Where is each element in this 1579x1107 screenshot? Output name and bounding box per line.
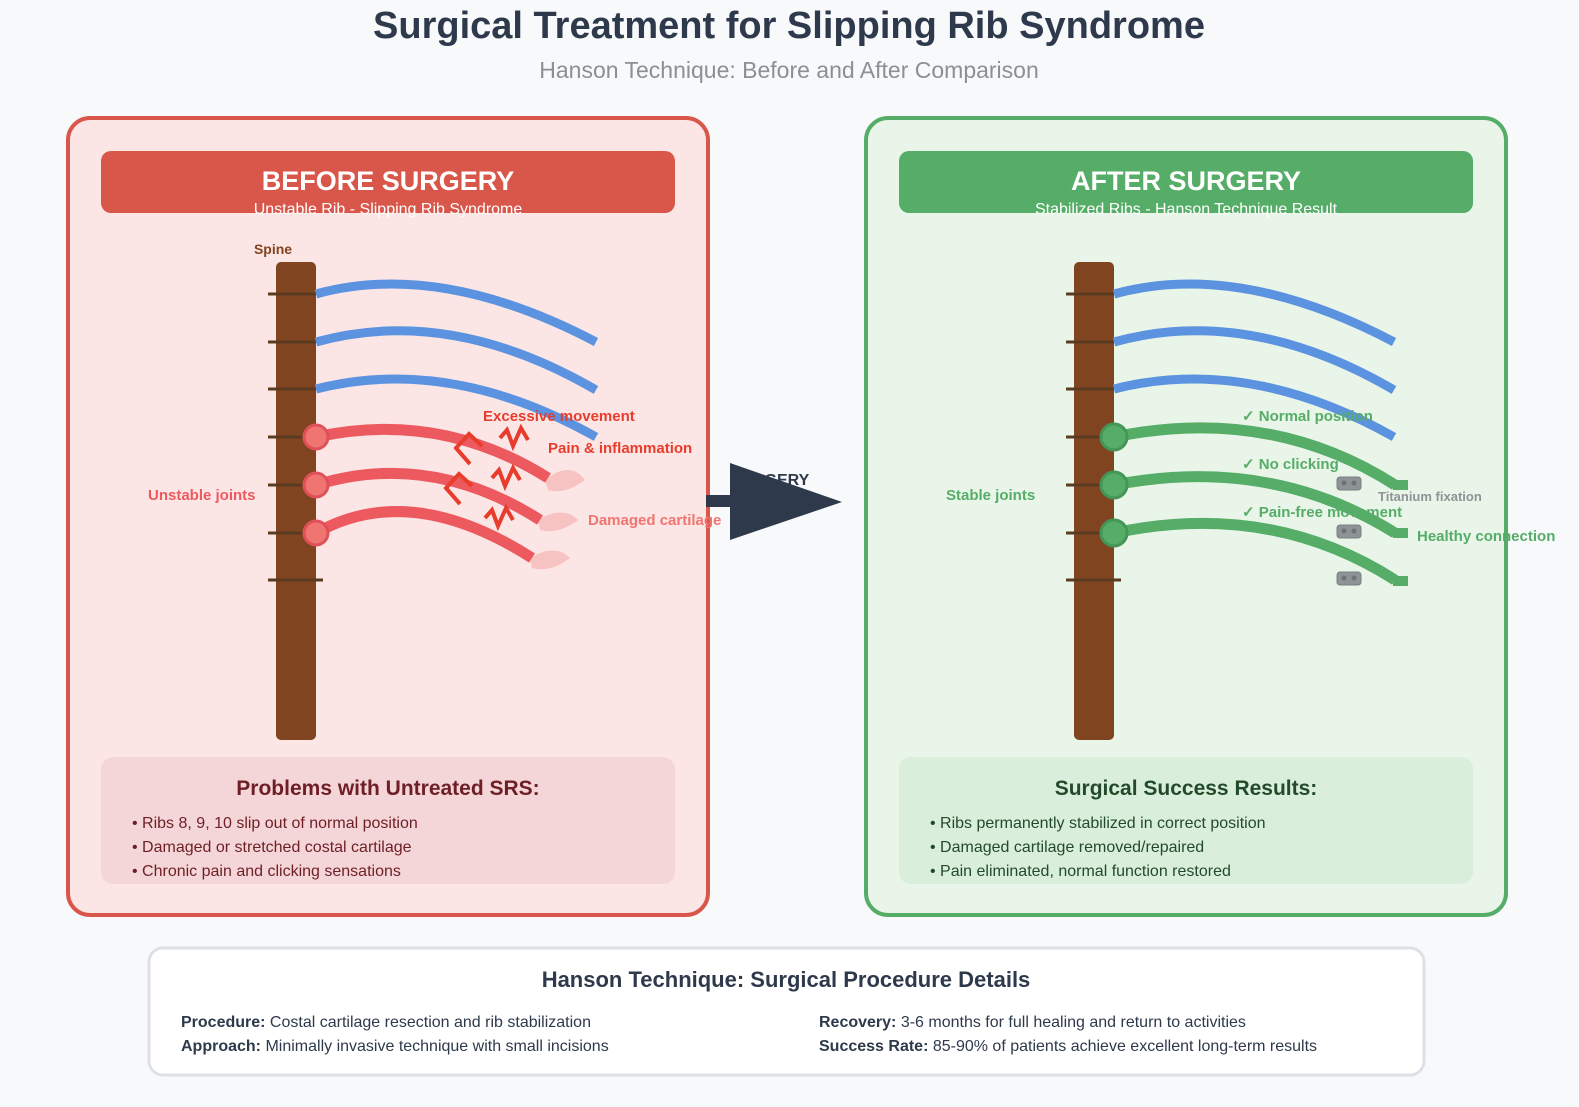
results-box: [899, 757, 1473, 884]
normal-ribs: [1112, 279, 1397, 441]
detail-success-rate: Success Rate: 85-90% of patients achieve…: [819, 1038, 1317, 1055]
before-header: [101, 151, 675, 213]
pain-zigzags: [443, 423, 530, 532]
stable-joints-label: Stable joints: [946, 487, 1035, 504]
procedure-details: Hanson Technique: Surgical Procedure Det…: [147, 946, 1426, 1077]
stabilized-ribs: [1112, 422, 1398, 585]
arrow-head-icon: [730, 463, 842, 540]
annotation-pain: Pain & inflammation: [548, 440, 692, 457]
before-header-title: BEFORE SURGERY: [262, 166, 515, 196]
detail-approach: Approach: Minimally invasive technique w…: [181, 1038, 609, 1055]
unstable-joints: [302, 423, 330, 547]
surgery-arrow: SURGERY: [706, 463, 842, 540]
after-header-title: AFTER SURGERY: [1071, 166, 1301, 196]
normal-ribs: [314, 279, 599, 441]
results-title: Surgical Success Results:: [1055, 777, 1318, 800]
spine: [276, 262, 316, 740]
before-panel: BEFORE SURGERY Unstable Rib - Slipping R…: [66, 116, 721, 917]
detail-procedure: Procedure: Costal cartilage resection an…: [181, 1014, 591, 1031]
after-header-subtitle: Stabilized Ribs - Hanson Technique Resul…: [1035, 201, 1338, 218]
damaged-cartilage: [530, 470, 585, 570]
problems-title: Problems with Untreated SRS:: [236, 777, 539, 800]
annotation-titanium: Titanium fixation: [1378, 489, 1482, 504]
annotation-normal-position: ✓ Normal position: [1242, 408, 1373, 425]
healthy-connections: [1393, 480, 1408, 586]
problem-item: • Chronic pain and clicking sensations: [132, 863, 401, 880]
annotation-healthy-connection: Healthy connection: [1417, 528, 1555, 545]
stable-joints: [1099, 422, 1129, 548]
spine-label: Spine: [254, 241, 292, 257]
page-subtitle: Hanson Technique: Before and After Compa…: [539, 57, 1039, 83]
problem-item: • Damaged or stretched costal cartilage: [132, 839, 412, 856]
problem-item: • Ribs 8, 9, 10 slip out of normal posit…: [132, 815, 418, 832]
unstable-joints-label: Unstable joints: [148, 487, 256, 504]
annotation-excessive-movement: Excessive movement: [483, 408, 635, 425]
result-item: • Damaged cartilage removed/repaired: [930, 839, 1204, 856]
arrow-label: SURGERY: [731, 472, 810, 489]
before-header-subtitle: Unstable Rib - Slipping Rib Syndrome: [254, 201, 523, 218]
annotation-no-clicking: ✓ No clicking: [1242, 456, 1339, 473]
after-panel: AFTER SURGERY Stabilized Ribs - Hanson T…: [864, 116, 1555, 917]
problems-box: [101, 757, 675, 884]
result-item: • Pain eliminated, normal function resto…: [930, 863, 1231, 880]
details-title: Hanson Technique: Surgical Procedure Det…: [542, 967, 1031, 992]
titanium-plates: [1336, 476, 1362, 586]
page-title: Surgical Treatment for Slipping Rib Synd…: [373, 5, 1205, 47]
annotation-damaged-cartilage: Damaged cartilage: [588, 512, 721, 529]
spine: [1074, 262, 1114, 740]
slipping-ribs: [313, 423, 551, 563]
result-item: • Ribs permanently stabilized in correct…: [930, 815, 1266, 832]
detail-recovery: Recovery: 3-6 months for full healing an…: [819, 1014, 1246, 1031]
after-header: [899, 151, 1473, 213]
annotation-pain-free: ✓ Pain-free movement: [1242, 504, 1402, 521]
